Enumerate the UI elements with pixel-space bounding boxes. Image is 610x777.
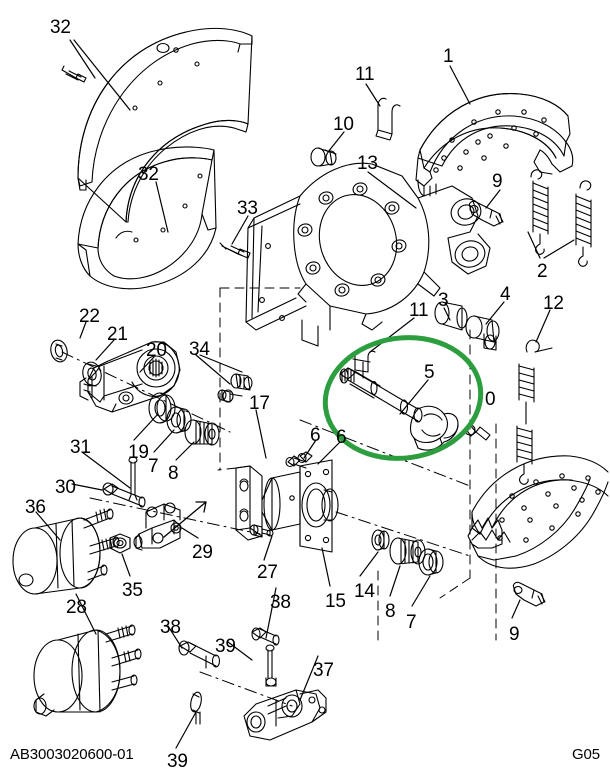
centerlines — [61, 351, 471, 707]
callout-27-c30: 27 — [257, 562, 278, 583]
callout-19-c21: 19 — [128, 442, 149, 463]
bushing-4 — [465, 315, 500, 351]
callout-38-c38: 38 — [160, 617, 181, 638]
callout-7-c35: 7 — [406, 612, 417, 633]
cotter-pin-39-left — [190, 691, 202, 725]
retainer-clip-11-top — [375, 97, 401, 141]
callout-3-c10: 3 — [438, 290, 449, 311]
emphasis-arrow — [163, 501, 207, 538]
callout-17-c20: 17 — [249, 393, 270, 414]
callout-6-c23: 6 — [336, 427, 347, 448]
callout-12-c12: 12 — [543, 293, 564, 314]
brake-chamber-28 — [33, 624, 142, 717]
highlight-ellipse — [322, 335, 484, 461]
callout-33-c08: 33 — [237, 198, 258, 219]
callout-2-c09: 2 — [537, 261, 548, 282]
callout-9-c07: 9 — [492, 171, 503, 192]
callout-5-c18: 5 — [424, 362, 435, 383]
callout-29-c29: 29 — [192, 542, 213, 563]
callout-11-c13: 11 — [409, 300, 429, 321]
cotter-pin-31 — [128, 456, 138, 501]
callout-9-c40: 9 — [509, 624, 520, 645]
callout-1-c04: 1 — [443, 46, 454, 67]
bearing-8-right — [389, 537, 426, 565]
callout-15-c32: 15 — [325, 591, 346, 612]
callout-14-c33: 14 — [354, 581, 375, 602]
washer-19 — [148, 392, 176, 424]
callout-6-c22: 6 — [310, 425, 321, 446]
brake-shoe-upper — [415, 92, 574, 197]
callout-11-c03: 11 — [355, 64, 375, 85]
callout-22-c14: 22 — [79, 306, 100, 327]
thrust-washer-14 — [371, 529, 390, 551]
brake-chamber-36 — [12, 508, 120, 595]
footer-part-number: AB3003020600-01 — [10, 746, 134, 763]
cotter-pin-39-right — [265, 644, 277, 687]
callout-32-c02: 32 — [138, 164, 159, 185]
bushing-10 — [310, 147, 337, 167]
clevis-bolt-30 — [102, 482, 146, 508]
callout-34-c17: 34 — [189, 339, 210, 360]
cam-spring-12 — [516, 339, 553, 485]
brake-shoe-lower-right — [467, 455, 609, 569]
callout-8-c26: 8 — [168, 463, 179, 484]
callout-39-c39: 39 — [215, 636, 236, 657]
callout-8-c34: 8 — [385, 601, 396, 622]
bolt-nut-34 — [217, 373, 253, 403]
dust-shield-lower — [77, 146, 217, 290]
section-boundary — [217, 287, 497, 641]
callout-39-c42: 39 — [167, 751, 188, 772]
washer-21 — [82, 361, 102, 387]
dust-shield-bolt-33 — [219, 242, 251, 259]
clevis-29 — [133, 502, 182, 551]
clevis-pin-38-right — [251, 627, 280, 646]
footer-page-code: G05 — [571, 746, 600, 763]
callout-10-c05: 10 — [333, 114, 354, 135]
callout-7-c25: 7 — [148, 456, 159, 477]
callout-36-c28: 36 — [25, 497, 46, 518]
anchor-pin-9-upper — [468, 200, 504, 227]
bearing-8 — [184, 419, 220, 446]
snap-ring-22 — [50, 339, 68, 363]
callout-4-c11: 4 — [500, 284, 511, 305]
grease-fitting-27 — [249, 524, 274, 538]
camshaft-tube-bracket — [235, 459, 339, 553]
callout-30-c27: 30 — [55, 477, 76, 498]
dust-shield-upper — [61, 27, 253, 223]
callout-35-c31: 35 — [122, 580, 143, 601]
callout-31-c24: 31 — [70, 437, 91, 458]
callout-21-c15: 21 — [107, 324, 128, 345]
return-spring-a — [530, 169, 549, 255]
return-spring-b — [575, 180, 592, 267]
clevis-pin-38-left — [178, 640, 221, 669]
callout-32-c01: 32 — [50, 17, 71, 38]
slack-adjuster — [79, 341, 181, 413]
callout-20-c16: 20 — [146, 340, 167, 361]
callout-28-c36: 28 — [66, 597, 87, 618]
leader-lines — [35, 39, 575, 749]
callout-0-c19: 0 — [485, 389, 496, 410]
callout-13-c06: 13 — [357, 153, 378, 174]
camshaft-s-cam — [339, 367, 459, 451]
seal-7-right — [418, 548, 444, 576]
callout-38-c37: 38 — [270, 592, 291, 613]
callout-37-c41: 37 — [313, 660, 334, 681]
camshaft-bracket-bolts-6 — [285, 451, 313, 469]
anchor-pin-9-lower — [512, 581, 546, 607]
brake-spider — [245, 162, 491, 347]
bushing-3 — [434, 301, 468, 331]
yoke-assembly-37 — [243, 689, 327, 741]
